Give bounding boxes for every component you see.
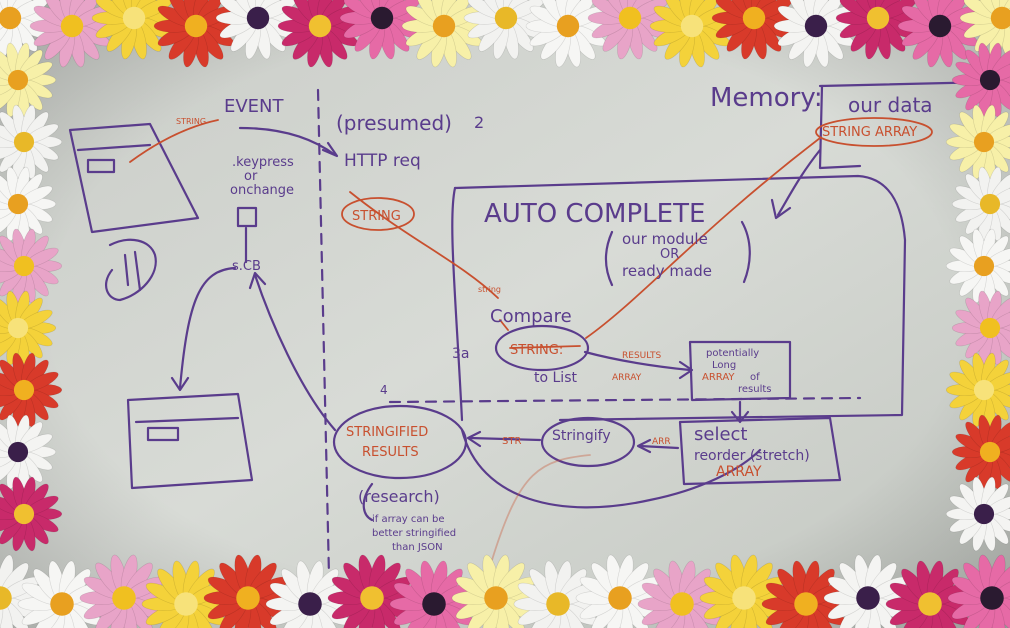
flower-icon [91, 0, 177, 60]
string-side-label: string [478, 285, 501, 294]
flower-icon [401, 0, 487, 68]
reorder-label: reorder (stretch) [694, 448, 810, 464]
flower-icon [711, 0, 797, 60]
flower-icon [0, 166, 57, 242]
flower-icon [463, 0, 549, 60]
flower-icon [959, 0, 1010, 60]
flower-icon [823, 554, 913, 628]
flower-icon [897, 0, 983, 68]
flower-icon [389, 560, 479, 628]
red-ink-drawings [129, 117, 933, 561]
flower-icon [0, 352, 63, 428]
string-array-label: STRING ARRAY [822, 125, 917, 140]
stringify-label: Stringify [552, 428, 611, 444]
flower-icon [277, 0, 363, 68]
flower-icon [951, 166, 1010, 242]
research-note-1: if array can be [372, 514, 445, 525]
memory-label: Memory: [710, 83, 823, 113]
flower-icon [141, 560, 231, 628]
module-option-or: OR [660, 247, 679, 262]
flower-icon [0, 554, 45, 628]
arr-arrow-label: ARR [652, 437, 671, 447]
string-ellipse-label: STRING [352, 209, 401, 224]
flower-icon [885, 560, 975, 628]
http-req-label: HTTP req [344, 151, 421, 171]
flower-icon [0, 228, 63, 304]
flower-icon [951, 42, 1010, 118]
purple-handwriting: EVENT .keypress or onchange s.CB (presum… [224, 83, 933, 553]
flower-icon [835, 0, 921, 60]
array-arrow-label: ARRAY [612, 373, 642, 383]
flower-icon [761, 560, 851, 628]
compare-string-label: STRING: [510, 343, 563, 358]
flower-icon [79, 554, 169, 628]
str-arrow-label: STR [502, 436, 521, 447]
research-label: (research) [358, 487, 440, 506]
long-array-text-3: ARRAY [702, 372, 735, 383]
select-label: select [694, 424, 747, 445]
step-3a-label: 3a [452, 346, 470, 362]
flower-icon [951, 414, 1010, 490]
flower-icon [29, 0, 115, 68]
flower-icon [945, 352, 1010, 428]
presumed-mark: 2 [474, 113, 484, 132]
flower-icon [265, 560, 355, 628]
flower-icon [0, 290, 57, 366]
stringified-label: STRINGIFIED [346, 425, 428, 440]
our-data-label: our data [848, 93, 933, 117]
flower-icon [945, 476, 1010, 552]
results-label: RESULTS [362, 445, 419, 460]
flower-icon [945, 228, 1010, 304]
long-array-text-5: results [738, 384, 772, 395]
module-option-1: our module [622, 230, 708, 248]
flower-icon [0, 476, 63, 552]
module-option-2: ready made [622, 262, 712, 280]
flower-icon [153, 0, 239, 68]
flower-icon [947, 554, 1010, 628]
long-array-text-1: potentially [706, 348, 759, 359]
research-note-2: better stringified [372, 528, 456, 539]
flower-icon [0, 414, 57, 490]
flower-icon [0, 42, 57, 118]
to-list-label: to List [534, 370, 577, 386]
long-array-text-2: Long [712, 360, 736, 371]
flower-icon [203, 554, 293, 628]
long-array-text-4: of [750, 372, 760, 383]
flower-icon [327, 554, 417, 628]
flower-icon [513, 560, 603, 628]
callback-label: s.CB [232, 259, 261, 274]
step-4-label: 4 [380, 383, 388, 397]
event-detail-onchange: onchange [230, 183, 294, 198]
flower-icon [951, 290, 1010, 366]
red-handwriting: STRING STRING string STRING ARRAY STRING… [176, 117, 917, 480]
flower-icon [945, 104, 1010, 180]
event-detail-keypress: .keypress [232, 155, 294, 170]
flower-icon [215, 0, 301, 60]
flower-icon [699, 554, 789, 628]
select-array-label: ARRAY [716, 464, 762, 480]
autocomplete-title: AUTO COMPLETE [484, 199, 705, 229]
research-note-3: than JSON [392, 542, 443, 553]
string-tag-left: STRING [176, 117, 206, 126]
flower-icon [0, 104, 63, 180]
presumed-label: (presumed) [336, 111, 452, 135]
event-label: EVENT [224, 96, 285, 117]
event-detail-or: or [244, 169, 258, 184]
purple-ink-drawings [68, 80, 992, 622]
flower-icon [587, 0, 673, 60]
flower-icon [773, 0, 859, 68]
compare-label: Compare [490, 306, 572, 327]
results-arrow-label: RESULTS [622, 351, 662, 361]
